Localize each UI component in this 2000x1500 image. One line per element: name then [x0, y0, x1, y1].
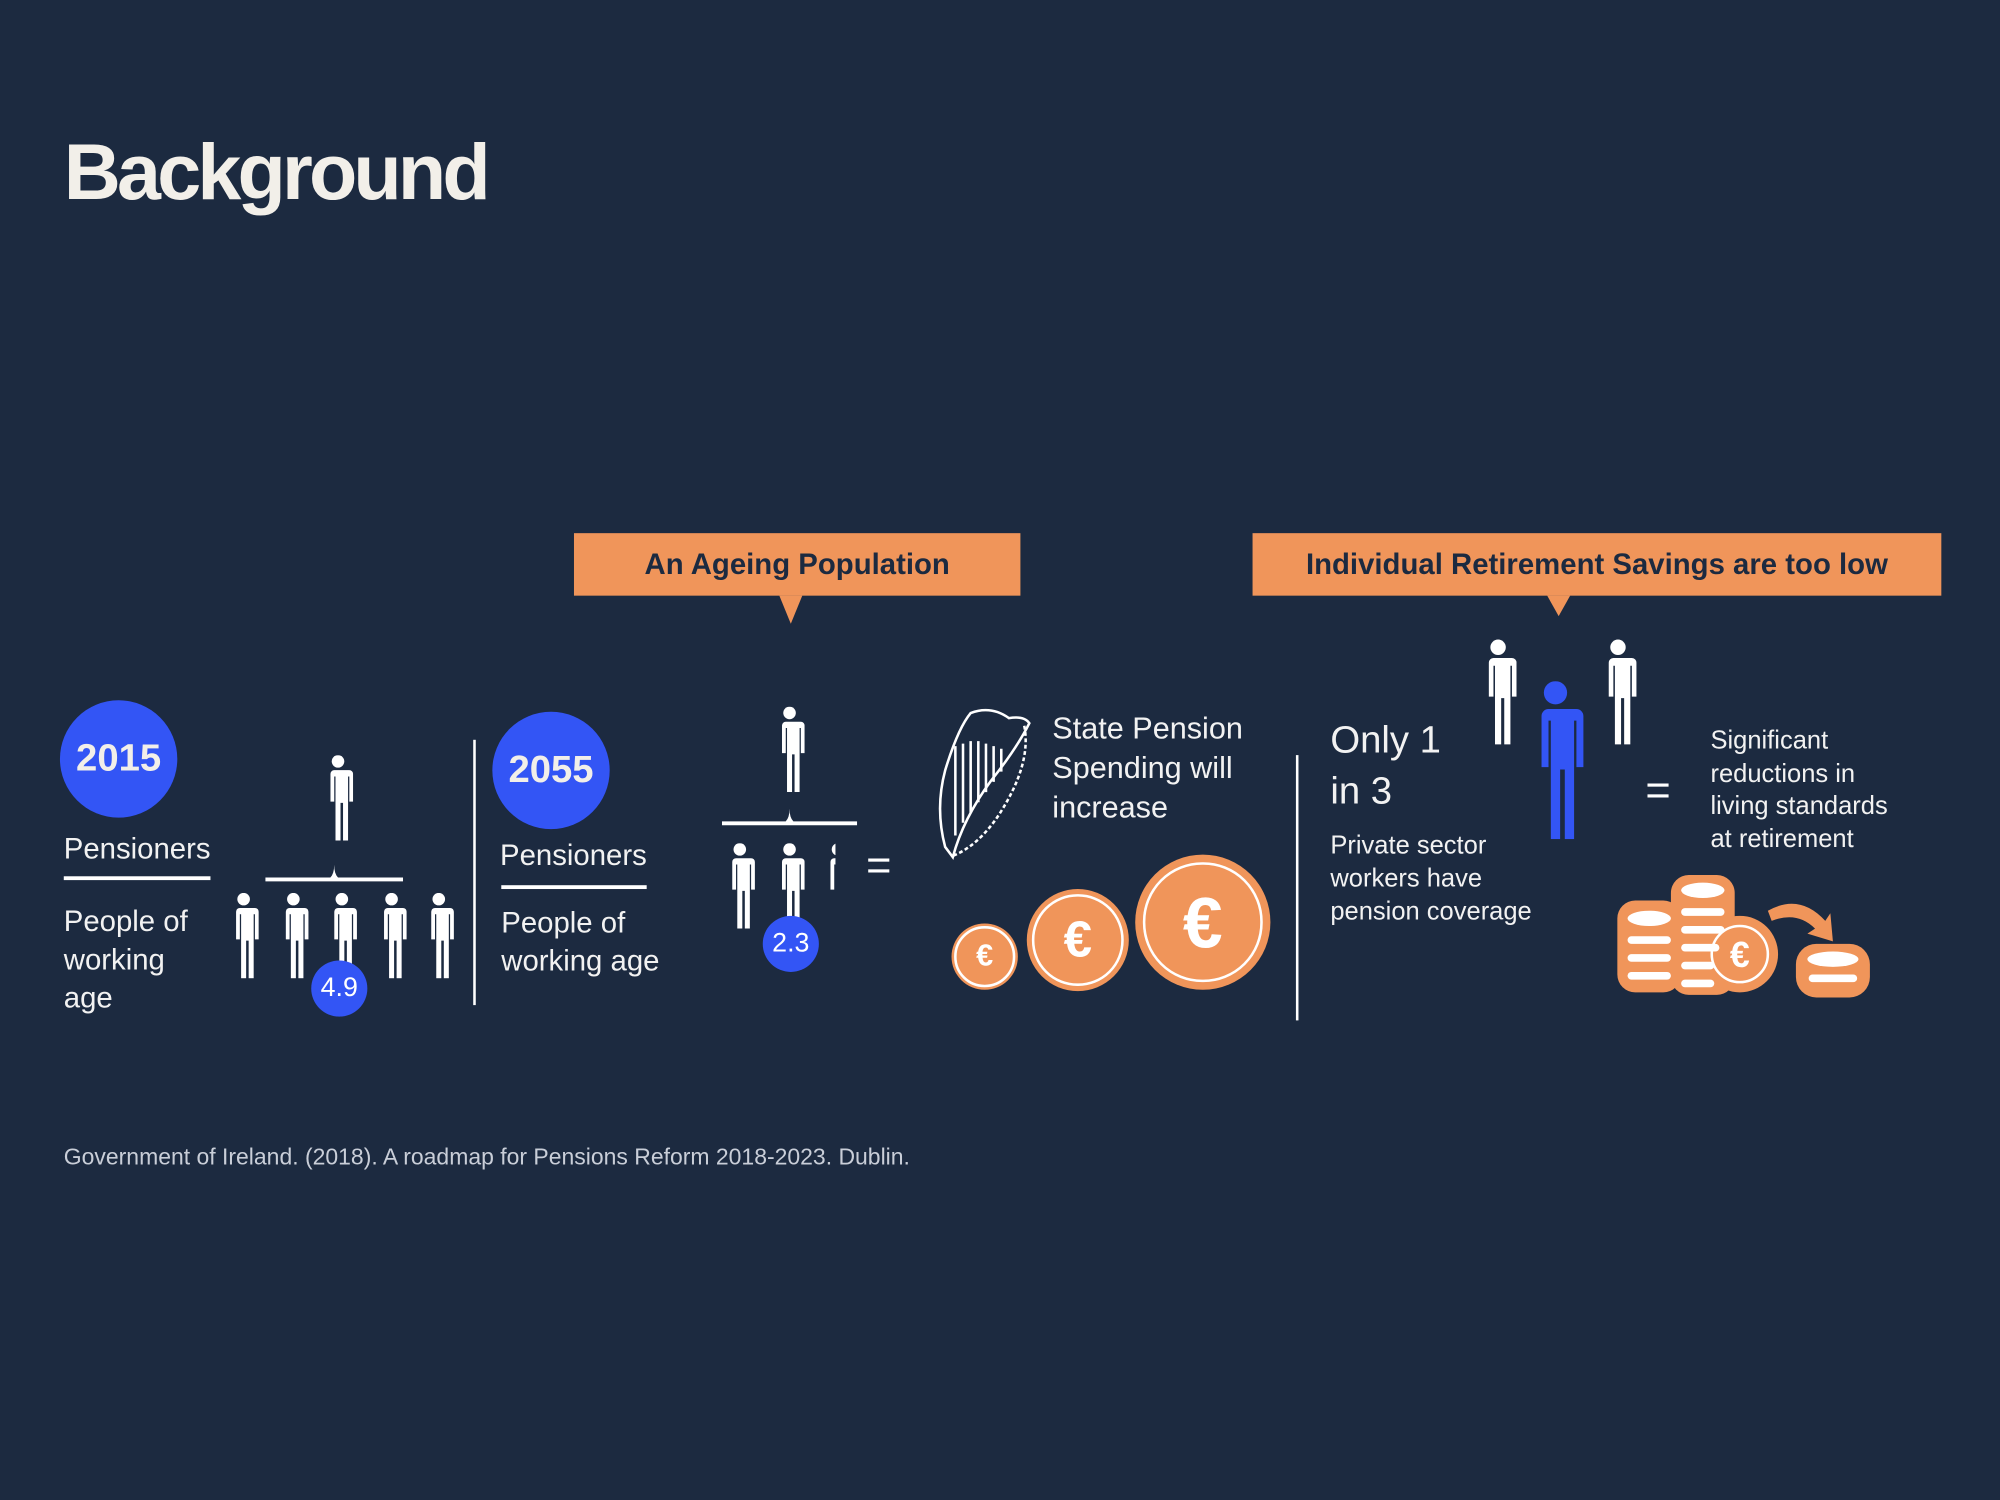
euro-symbol: €	[1032, 894, 1124, 986]
bracket-icon	[721, 808, 858, 826]
worker-icon	[228, 893, 259, 978]
text-line: at retirement	[1710, 825, 1854, 854]
banner-retirement-savings: Individual Retirement Savings are too lo…	[1252, 533, 1942, 596]
banner-pointer	[779, 595, 803, 624]
label-line: working age	[501, 943, 660, 978]
text-line: workers have	[1330, 864, 1483, 893]
euro-symbol: €	[1730, 935, 1750, 975]
banner-pointer	[1547, 595, 1571, 617]
pensioners-label: Pensioners	[499, 838, 647, 872]
state-pension-text: State Pension Spending will increase	[1052, 709, 1243, 828]
worker-icon	[1599, 639, 1636, 745]
year-2055-badge: 2055	[492, 711, 610, 830]
partial-worker-icon	[826, 843, 836, 929]
harp-emblem-icon	[938, 708, 1031, 861]
citation: Government of Ireland. (2018). A roadmap…	[63, 1144, 910, 1170]
equals-sign: =	[1645, 766, 1671, 816]
worker-icon	[423, 893, 454, 978]
bracket-icon	[265, 864, 404, 882]
text-line: State Pension	[1052, 711, 1243, 747]
reductions-text: Significant reductions in living standar…	[1710, 726, 1887, 857]
working-age-label: People of working age	[64, 902, 188, 1017]
euro-coin-medium-icon: €	[1026, 889, 1129, 992]
text-line: Only 1	[1330, 719, 1441, 762]
worker-icon	[1480, 639, 1517, 745]
label-line: People of	[63, 904, 188, 938]
divider-line	[63, 876, 211, 881]
text-line: Significant	[1710, 727, 1829, 756]
text-line: Spending will	[1052, 751, 1233, 786]
divider-line	[501, 885, 647, 890]
page-title: Background	[63, 128, 491, 217]
text-line: increase	[1052, 790, 1169, 826]
label-line: People of	[501, 905, 626, 939]
euro-symbol: €	[1143, 862, 1263, 982]
covered-worker-icon	[1527, 681, 1584, 839]
ratio-badge-2015: 4.9	[311, 960, 368, 1017]
text-line: pension coverage	[1330, 897, 1532, 927]
pensioner-icon	[323, 755, 354, 840]
label-line: age	[63, 980, 113, 1015]
vertical-divider	[1295, 755, 1299, 1021]
euro-symbol: €	[954, 926, 1016, 988]
label-line: working	[63, 942, 165, 976]
coverage-headline: Only 1 in 3	[1330, 716, 1441, 818]
euro-coin-large-icon: €	[1135, 854, 1271, 990]
euro-coin-small-icon: €	[951, 923, 1018, 990]
text-line: reductions in	[1710, 759, 1856, 788]
pensioners-label: Pensioners	[63, 831, 211, 865]
text-line: in 3	[1330, 770, 1393, 813]
coverage-detail: Private sector workers have pension cove…	[1330, 829, 1531, 928]
equals-sign: =	[866, 841, 892, 891]
year-2015-badge: 2015	[59, 700, 178, 818]
ratio-badge-2055: 2.3	[762, 915, 819, 972]
text-line: Private sector	[1330, 831, 1487, 860]
text-line: living standards	[1710, 792, 1888, 821]
banner-ageing-population: An Ageing Population	[573, 533, 1021, 596]
vertical-divider	[473, 739, 476, 1006]
worker-icon	[724, 843, 755, 928]
pensioner-icon	[774, 707, 805, 792]
working-age-label: People of working age	[501, 903, 659, 980]
worker-icon	[278, 893, 309, 978]
worker-icon	[376, 893, 407, 978]
shrinking-savings-icon: €	[1617, 874, 1870, 998]
